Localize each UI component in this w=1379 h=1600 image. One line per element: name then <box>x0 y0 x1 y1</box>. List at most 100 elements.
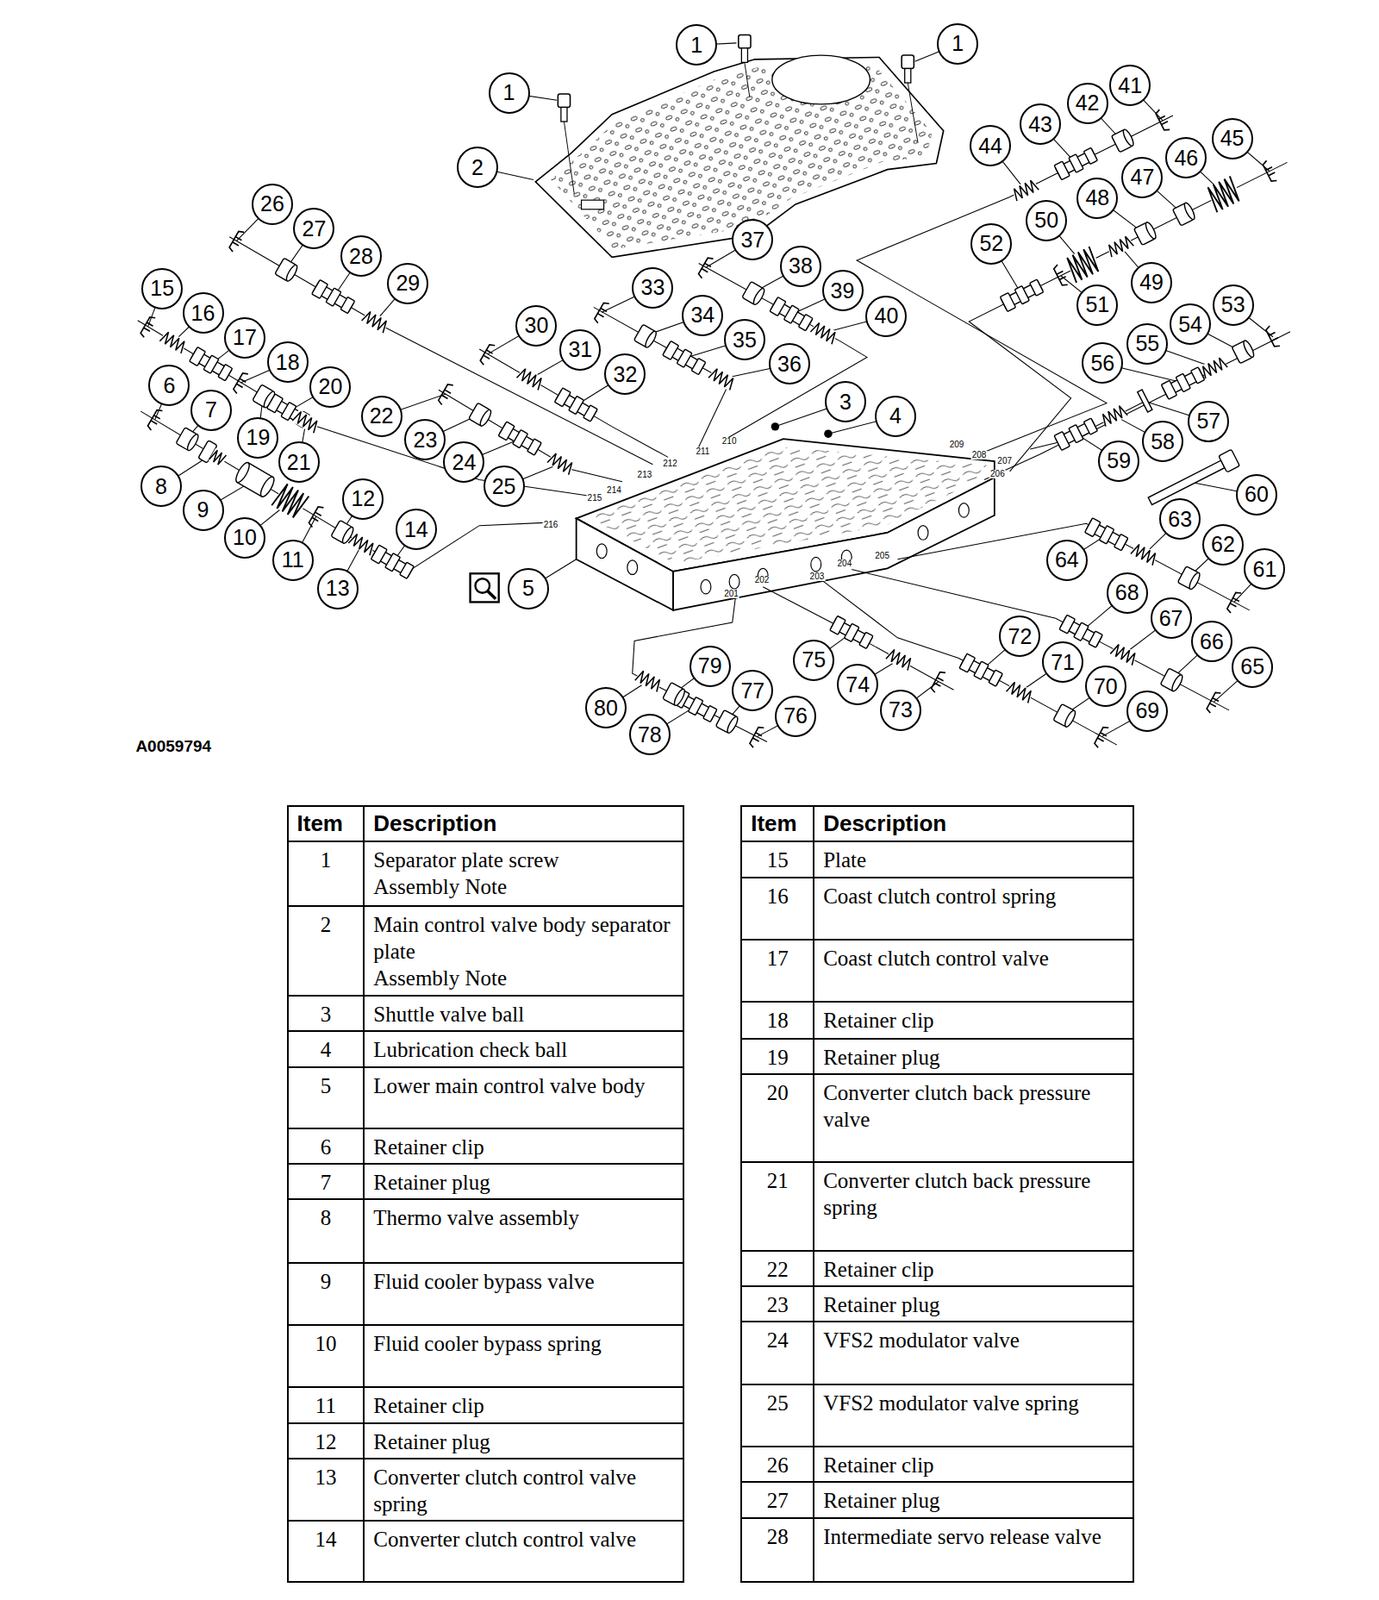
valve-land <box>859 631 874 649</box>
retainer-clip <box>437 382 456 406</box>
item-description: Retainer plug <box>823 1043 1129 1071</box>
item-number: 21 <box>745 1166 810 1194</box>
port-number: 202 <box>754 575 771 585</box>
valve-part <box>1265 324 1282 349</box>
item-number: 23 <box>745 1291 810 1318</box>
retainer-clip <box>1205 690 1224 714</box>
valve-land <box>1114 534 1129 551</box>
table-cell: VFS2 modulator valve <box>813 1321 1133 1384</box>
valve-land <box>1073 622 1089 641</box>
item-number: 18 <box>745 1006 810 1034</box>
item-description: Coast clutch control spring <box>823 882 1129 910</box>
table-row: 16Coast clutch control spring <box>741 877 1133 940</box>
item-description: Retainer clip <box>823 1451 1129 1479</box>
screw-head <box>738 34 751 48</box>
table-row: 4Lubrication check ball <box>287 1030 684 1067</box>
item-description: Converter clutch back pressure spring <box>823 1166 1129 1221</box>
valve-part <box>1099 403 1129 428</box>
table-cell: 24 <box>741 1321 814 1384</box>
valve-land <box>703 705 718 722</box>
screw-axis <box>744 62 750 97</box>
port-number: 216 <box>542 520 560 530</box>
callout-number: 31 <box>559 329 601 371</box>
parts-and-leaders <box>139 43 1282 749</box>
item-number: 8 <box>292 1204 361 1231</box>
valve-land <box>325 287 342 306</box>
spring-ground <box>292 409 321 435</box>
valve-part <box>1093 724 1111 749</box>
callout-number: 27 <box>293 207 335 250</box>
callout-number: 8 <box>140 465 182 507</box>
valve-part <box>715 710 740 735</box>
table-row: 20Converter clutch back pressure valve <box>741 1073 1133 1162</box>
axis-line <box>968 162 1287 472</box>
plug-face <box>1187 571 1202 591</box>
item-number: 27 <box>745 1486 810 1514</box>
item-number: 14 <box>292 1525 361 1553</box>
table-cell: Plate <box>813 841 1133 877</box>
item-number: 4 <box>292 1035 361 1063</box>
valve-part <box>1205 690 1224 714</box>
port-number: 207 <box>996 456 1013 466</box>
valve-part <box>479 343 497 367</box>
table-row: 26Retainer clip <box>741 1446 1133 1482</box>
callout-number: 3 <box>824 380 867 423</box>
callout-number: 39 <box>822 269 864 312</box>
callout-number: 30 <box>515 305 557 347</box>
valve-land <box>662 341 680 361</box>
valve-part <box>1053 263 1070 288</box>
table-cell: Fluid cooler bypass valve <box>363 1262 683 1325</box>
item-number: 19 <box>745 1043 810 1071</box>
table-cell: Retainer plug <box>813 1038 1133 1074</box>
bore <box>729 574 740 589</box>
table-cell: Shuttle valve ball <box>363 995 683 1031</box>
callout-number: 69 <box>1126 690 1168 732</box>
callout-number: 5 <box>507 567 550 610</box>
table-cell: 15 <box>741 841 814 877</box>
retainer-clip <box>1261 159 1279 183</box>
callout-number: 63 <box>1159 498 1201 540</box>
icon-handle <box>487 590 496 599</box>
valve-part <box>233 460 277 499</box>
table-cell: Description <box>363 805 683 842</box>
item-description: Retainer clip <box>373 1133 679 1161</box>
callout-number: 78 <box>629 713 671 756</box>
valve-part <box>1231 339 1256 364</box>
callout-number: 7 <box>190 389 232 431</box>
table-cell: Coast clutch control spring <box>813 877 1133 940</box>
callout-number: 55 <box>1126 323 1168 365</box>
table-row: 12Retainer plug <box>287 1422 684 1459</box>
valve-part <box>348 531 377 557</box>
valve-land <box>829 615 846 635</box>
valve-part <box>1160 667 1185 693</box>
table-row: 18Retainer clip <box>741 1001 1133 1039</box>
valve-land <box>798 314 812 331</box>
spring-coil <box>1110 642 1138 666</box>
retainer-clip <box>697 255 715 280</box>
valve-part <box>1199 355 1229 380</box>
item-number: 13 <box>292 1463 361 1491</box>
item-number: 5 <box>292 1072 361 1099</box>
table-cell: Item <box>287 805 365 842</box>
item-number: 25 <box>745 1389 810 1417</box>
spring-coil <box>635 669 663 693</box>
icon-frame <box>470 573 500 602</box>
sleeve-end <box>233 460 252 484</box>
table-row: 9Fluid cooler bypass valve <box>287 1262 684 1325</box>
valve-part <box>1010 177 1040 202</box>
item-number: 3 <box>292 1000 361 1028</box>
retainer-clip <box>930 670 949 694</box>
callout-number: 37 <box>731 218 774 261</box>
valve-part <box>829 615 874 649</box>
table-cell: 11 <box>287 1386 365 1423</box>
table-cell: 27 <box>741 1481 814 1517</box>
callout-number: 80 <box>585 686 627 729</box>
table-cell: Retainer clip <box>813 1001 1133 1039</box>
callout-number: 22 <box>361 395 403 437</box>
valve-land <box>568 395 585 414</box>
axis-line <box>851 569 1230 711</box>
item-description: Converter clutch control valve spring <box>373 1463 679 1517</box>
callout-number: 44 <box>969 124 1011 167</box>
retainer-clip <box>1154 108 1172 132</box>
